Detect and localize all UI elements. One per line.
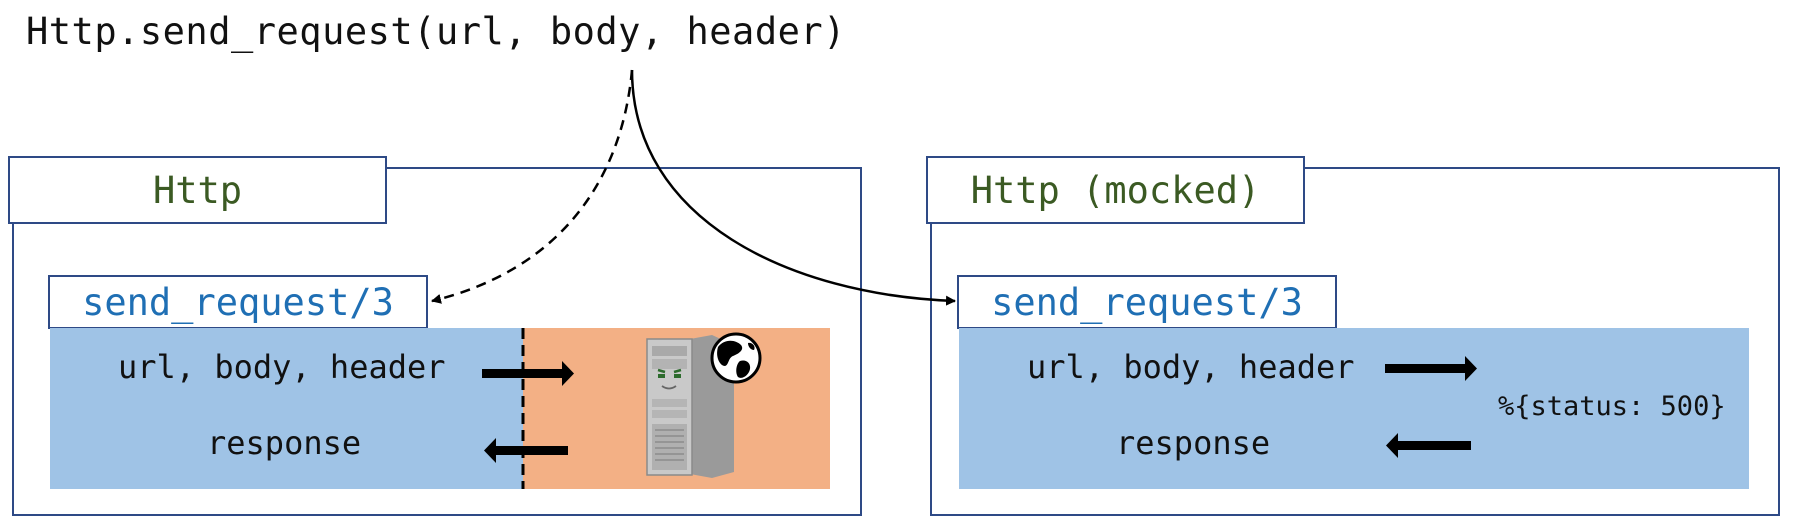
mocked-response-label: response (1116, 424, 1271, 462)
http-module-title: Http (152, 168, 243, 212)
function-body-panel (50, 328, 523, 489)
mocked-send-request-function-label: send_request/3 (991, 280, 1303, 324)
http-module-title-tab: Http (8, 156, 387, 224)
mocked-request-arguments-label: url, body, header (1027, 348, 1355, 386)
request-arguments-label: url, body, header (118, 348, 446, 386)
dashed-dispatch-arrow (431, 69, 634, 304)
mocked-function-body-panel (959, 328, 1749, 489)
response-label: response (207, 424, 362, 462)
response-in-arrow (484, 438, 568, 463)
mock-return-value: %{status: 500} (1498, 391, 1726, 422)
mocked-request-out-arrow (1385, 356, 1477, 381)
request-out-arrow (482, 361, 574, 386)
mocked-response-in-arrow (1386, 433, 1471, 458)
globe-icon (710, 332, 762, 384)
send-request-function-label: send_request/3 (82, 280, 394, 324)
solid-dispatch-arrow (630, 69, 956, 306)
call-expression: Http.send_request(url, body, header) (26, 10, 846, 53)
send-request-function-tab: send_request/3 (48, 275, 428, 329)
http-mocked-module-title-tab: Http (mocked) (926, 156, 1305, 224)
http-mocked-module-title: Http (mocked) (970, 168, 1261, 212)
